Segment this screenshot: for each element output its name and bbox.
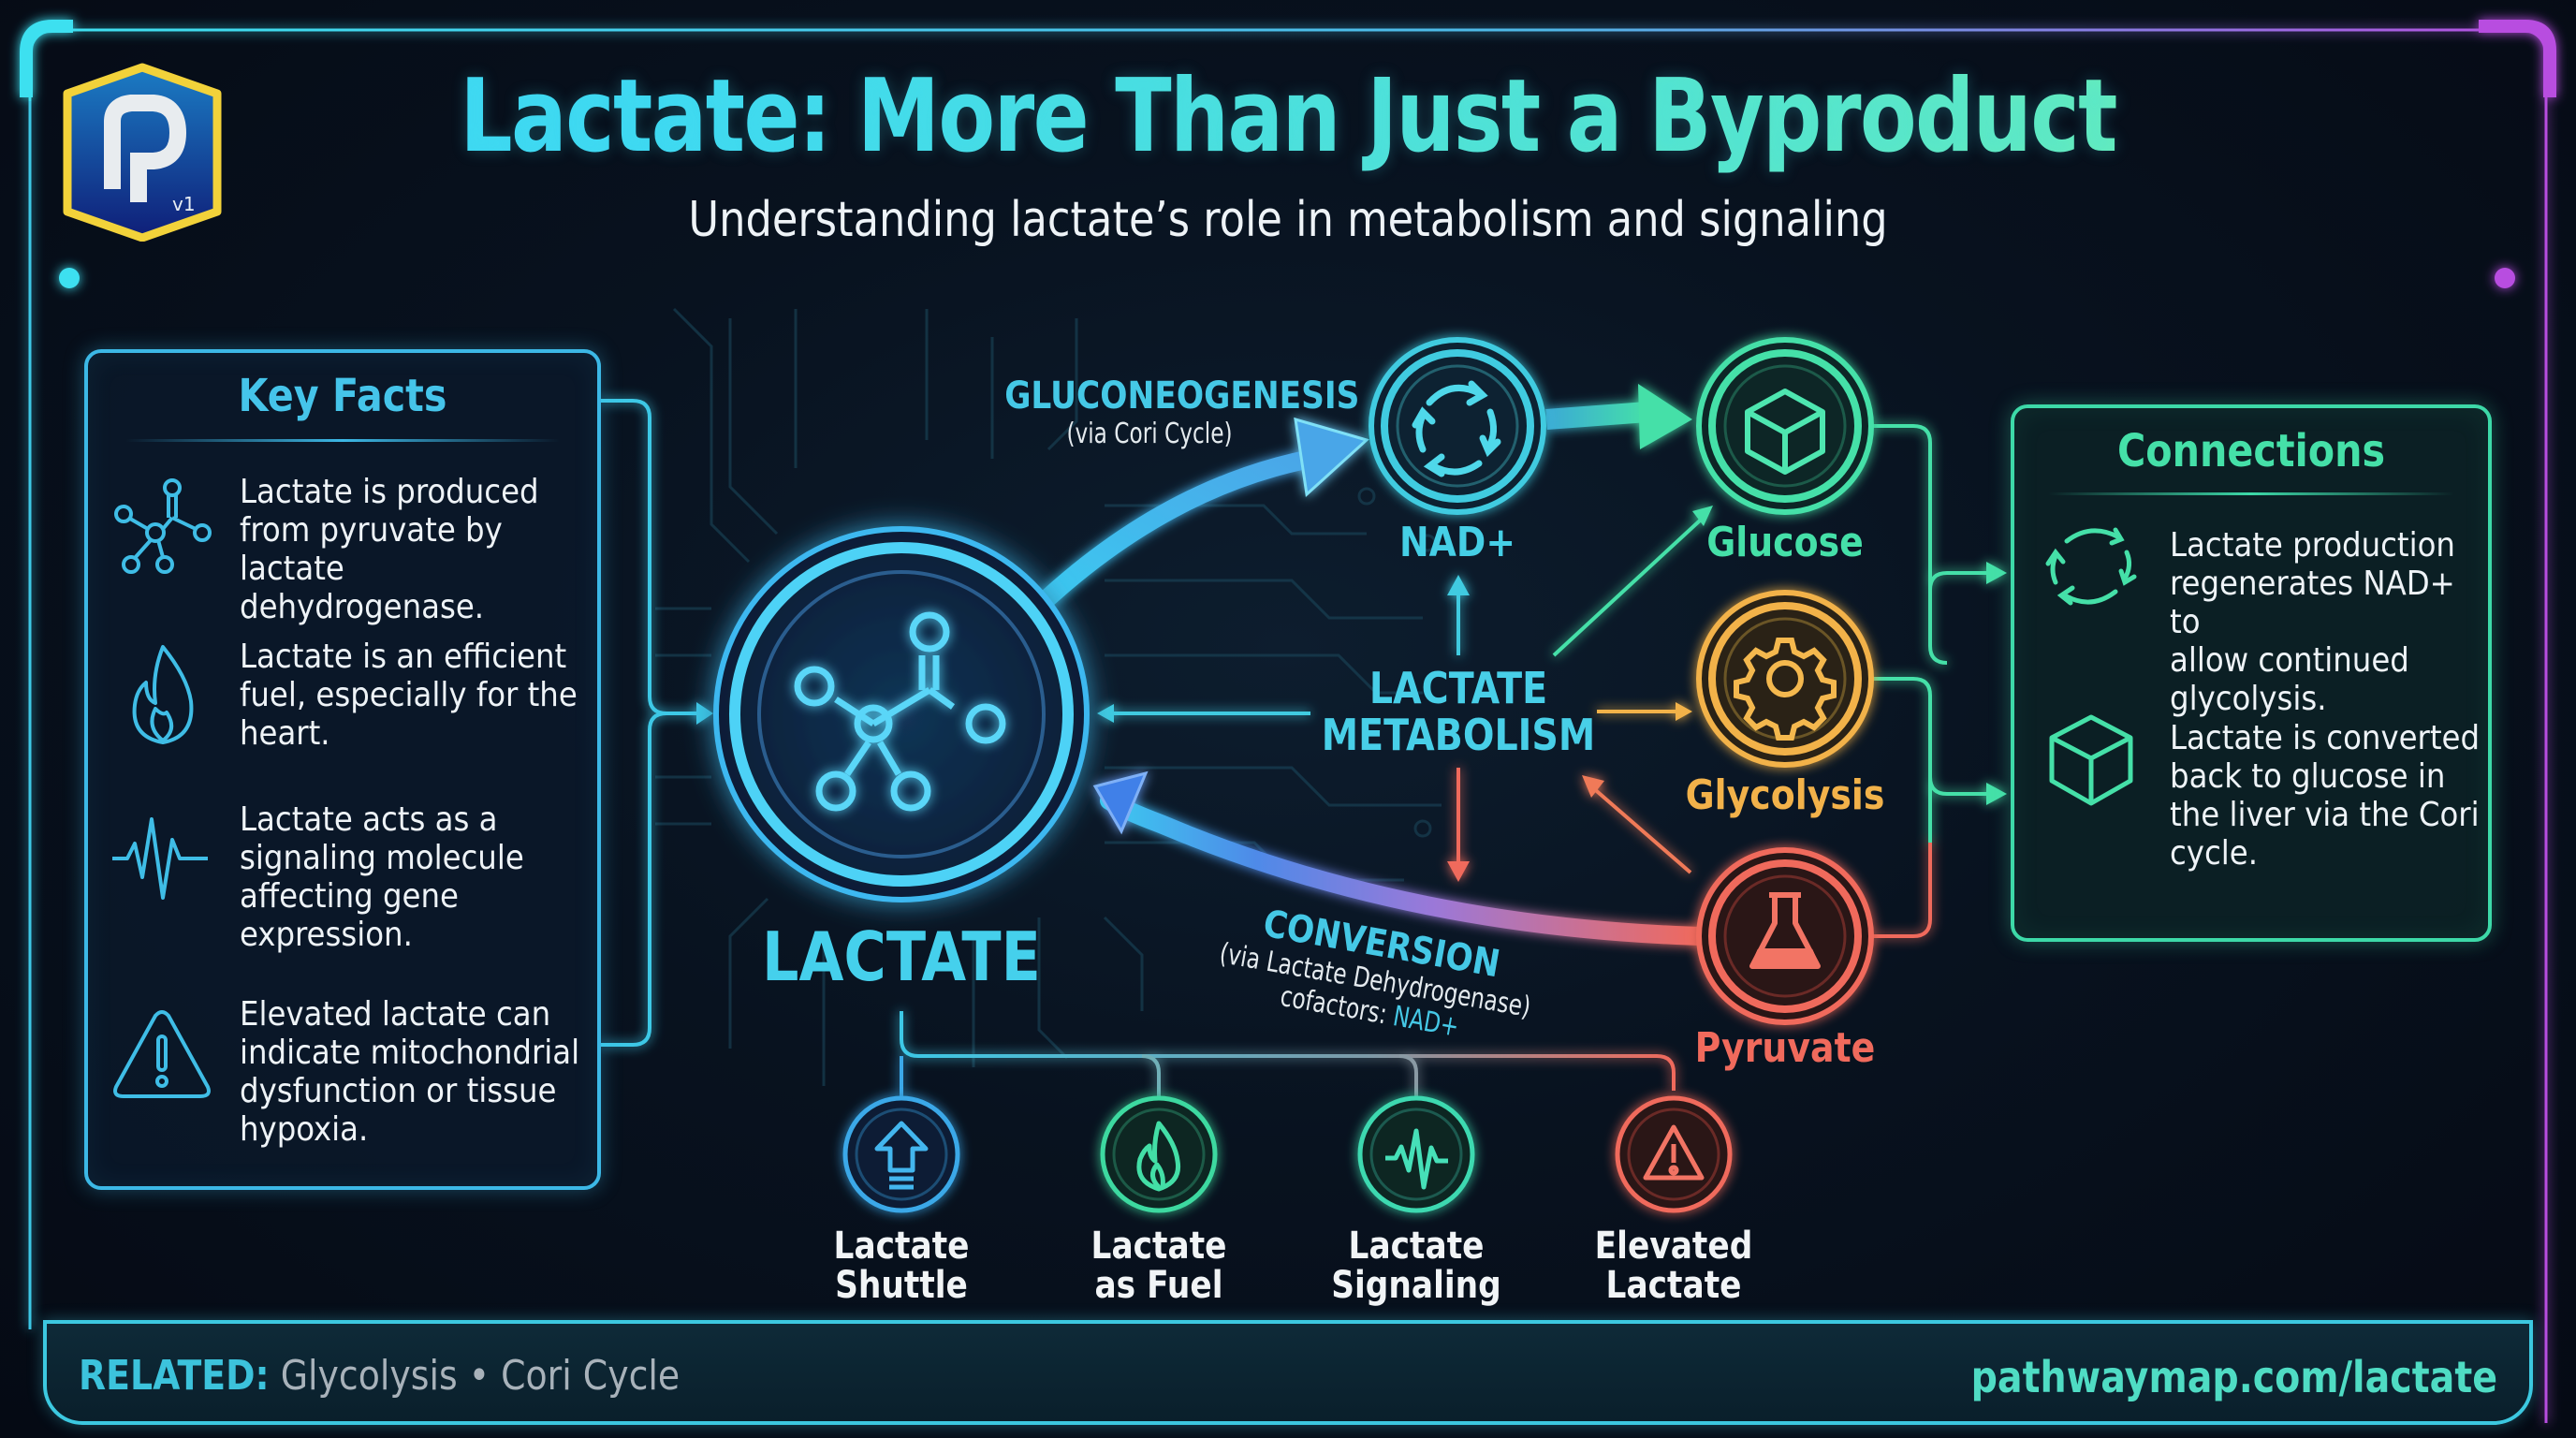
divider	[2048, 492, 2454, 495]
warning-icon	[1643, 1124, 1705, 1181]
key-facts-panel: Key Facts Lactate is produced from pyruv…	[84, 349, 601, 1190]
bottom-label-lactate-signaling: Lactate Signaling	[1331, 1225, 1501, 1307]
cycle-arrows-icon	[1412, 380, 1501, 477]
gluconeogenesis-sub: (via Cori Cycle)	[1066, 418, 1233, 450]
gluconeogenesis-title: GLUCONEOGENESIS	[1004, 374, 1360, 418]
cube-icon	[2049, 714, 2133, 806]
bottom-label-lactate-shuttle: Lactate Shuttle	[833, 1225, 970, 1307]
flame-icon	[132, 645, 194, 744]
footer-bar: RELATED: Glycolysis • Cori Cycle pathway…	[43, 1320, 2533, 1425]
flask-icon	[1749, 892, 1821, 969]
glucose-node-label: Glucose	[1706, 519, 1864, 566]
upload-arrow-icon	[874, 1121, 929, 1190]
connection-text: Lactate production regenerates NAD+ to a…	[2170, 526, 2455, 718]
fact-text: Lactate acts as a signaling molecule aff…	[240, 800, 524, 954]
glycolysis-node	[1696, 590, 1874, 768]
connections-panel: Connections Lactate production regenerat…	[2011, 404, 2492, 942]
pulse-icon	[1385, 1128, 1448, 1190]
nad-node	[1368, 337, 1546, 515]
molecule-icon	[114, 478, 212, 574]
footer-url-link[interactable]: pathwaymap.com/lactate	[1970, 1352, 2497, 1402]
gluconeogenesis-label: GLUCONEOGENESIS (via Cori Cycle)	[981, 374, 1360, 450]
bottom-label-lactate-fuel: Lactate as Fuel	[1090, 1225, 1227, 1307]
pathwaymap-logo-icon	[63, 63, 222, 242]
pyruvate-node	[1696, 847, 1874, 1025]
page-title: Lactate: More Than Just a Byproduct	[232, 58, 2345, 175]
divider	[125, 439, 560, 442]
logo-version: v1	[172, 193, 196, 215]
nad-node-label: NAD+	[1398, 519, 1516, 566]
lactate-signaling-node	[1357, 1095, 1475, 1213]
gear-icon	[1734, 638, 1837, 741]
fact-text: Lactate is produced from pyruvate by lac…	[240, 473, 539, 626]
pyruvate-node-label: Pyruvate	[1694, 1024, 1876, 1072]
glucose-node	[1696, 337, 1874, 515]
fact-text: Elevated lactate can indicate mitochondr…	[240, 995, 580, 1149]
bottom-bus	[900, 1011, 1676, 1097]
fact-text: Lactate is an efficient fuel, especially…	[240, 638, 578, 753]
related-items[interactable]: Glycolysis • Cori Cycle	[280, 1352, 681, 1400]
related-links: RELATED: Glycolysis • Cori Cycle	[79, 1352, 680, 1400]
cube-icon	[1745, 389, 1825, 475]
key-facts-title: Key Facts	[238, 370, 447, 422]
connections-connector	[1872, 424, 2007, 938]
page-subtitle: Understanding lactate’s role in metaboli…	[688, 192, 1888, 248]
related-label: RELATED:	[79, 1352, 270, 1400]
gluconeogenesis-arrow	[1037, 417, 1369, 609]
conversion-arrow	[1092, 770, 1709, 946]
pulse-icon	[112, 817, 208, 900]
connection-text: Lactate is converted back to glucose in …	[2170, 719, 2481, 873]
lactate-fuel-node	[1100, 1095, 1218, 1213]
cycle-arrows-icon	[2045, 527, 2137, 606]
connections-title: Connections	[2116, 425, 2386, 477]
keyfacts-connector	[601, 399, 713, 1047]
lactate-node-label: LACTATE	[762, 917, 1041, 996]
lactate-metabolism-hub: LACTATE METABOLISM	[1321, 663, 1596, 760]
lactate-shuttle-node	[842, 1095, 960, 1213]
warning-icon	[113, 1010, 211, 1098]
frame	[20, 20, 2556, 1423]
bottom-label-elevated-lactate: Elevated Lactate	[1594, 1225, 1753, 1307]
nad-to-glucose-arrow	[1545, 384, 1692, 449]
molecule-icon	[794, 611, 1006, 812]
flame-icon	[1136, 1121, 1181, 1192]
hub-arrows	[1097, 506, 1713, 882]
lactate-node	[713, 526, 1090, 902]
glycolysis-node-label: Glycolysis	[1685, 771, 1885, 819]
